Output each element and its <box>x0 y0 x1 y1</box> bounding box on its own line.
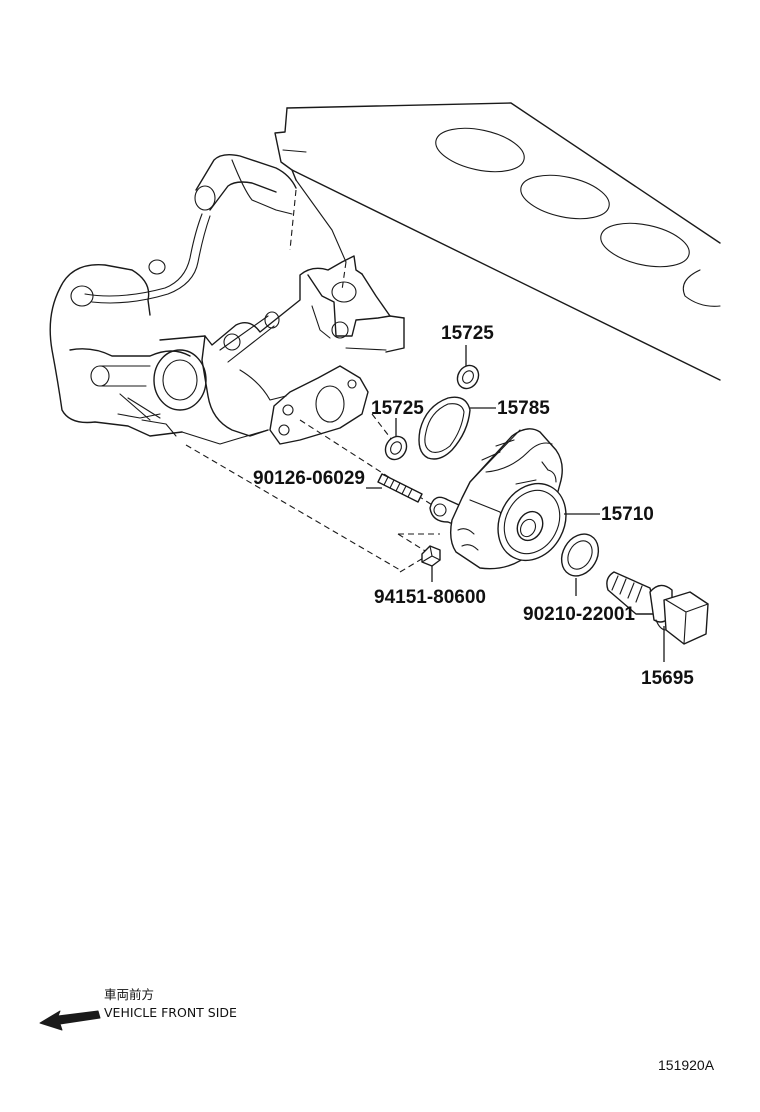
part-label-15725-lower: 15725 <box>371 398 424 419</box>
union-bolt-part <box>606 571 709 645</box>
nut-part <box>421 545 441 567</box>
assembly-reference-lines <box>185 189 463 573</box>
engine-housing-outline <box>49 153 405 445</box>
leader-lines <box>366 345 665 662</box>
diagram-reference-number: 151920A <box>658 1057 715 1073</box>
part-label-94151-80600: 94151-80600 <box>374 587 486 608</box>
front-side-note-english: VEHICLE FRONT SIDE <box>104 1005 237 1020</box>
part-label-15695: 15695 <box>641 668 694 689</box>
part-label-15725-upper: 15725 <box>441 323 494 344</box>
cylinder-block-outline <box>274 102 721 381</box>
o-ring-gasket-part <box>418 396 471 460</box>
seal-ring-part <box>560 533 600 577</box>
part-label-15710: 15710 <box>601 504 654 525</box>
front-direction-arrow-icon <box>39 1010 101 1031</box>
gasket-ring-part-lower <box>384 435 408 461</box>
part-label-90126-06029: 90126-06029 <box>253 468 365 489</box>
part-label-90210-22001: 90210-22001 <box>523 604 635 625</box>
front-side-note-japanese: 車両前方 <box>104 987 154 1002</box>
oil-pump-body-part <box>429 428 567 570</box>
vehicle-front-indicator: 車両前方 VEHICLE FRONT SIDE <box>39 987 237 1031</box>
gasket-ring-part-upper <box>456 364 480 390</box>
part-label-15785: 15785 <box>497 398 550 419</box>
stud-bolt-part <box>377 473 423 503</box>
